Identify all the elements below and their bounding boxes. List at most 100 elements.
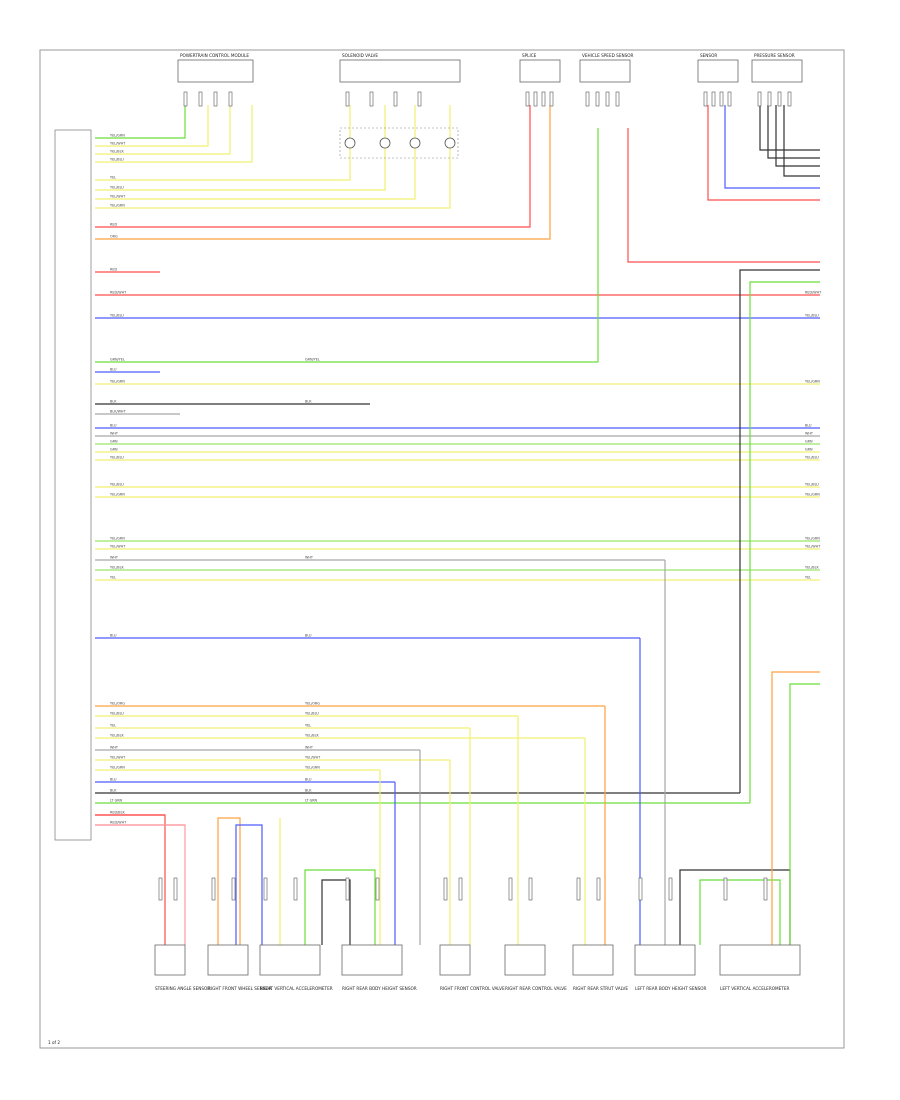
bottom-wire: [304, 869, 376, 945]
bus-wire-label-mid: LT GRN: [305, 799, 318, 803]
left-wire-label: YEL/GRN: [110, 134, 125, 138]
bus-wire-label: BLK: [110, 400, 117, 404]
connector-pin: [525, 91, 530, 107]
bus-wire-label-mid: WHT: [305, 556, 314, 560]
connector-pin: [767, 91, 772, 107]
ecm-connector-box: [54, 129, 92, 841]
top-component-label: VEHICLE SPEED SENSOR: [582, 53, 634, 58]
bus-wire-label-mid: YEL/GRN: [305, 766, 320, 770]
bottom-component-box: [341, 944, 403, 976]
sensor-wire: [775, 105, 820, 167]
connector-pin: [393, 91, 398, 107]
connector-pin: [345, 91, 350, 107]
bus-wire-label: YEL/WHT: [110, 545, 126, 549]
bus-wire-label: BLK/WHT: [110, 410, 126, 414]
bus-wire-label-right: YEL/GRN: [805, 537, 820, 541]
bottom-component-label: RIGHT FRONT WHEEL SENSOR: [208, 986, 272, 991]
left-wire: [95, 105, 416, 200]
sensor-wire: [707, 105, 820, 201]
left-wire: [95, 105, 551, 240]
bus-wire-label-right: GRN: [805, 448, 813, 452]
bus-wire-label-right: YEL/BLU: [805, 314, 819, 318]
bus-wire-label-mid: BLK: [305, 789, 312, 793]
bus-wire-label: WHT: [110, 432, 119, 436]
bus-wire-label: YEL: [110, 576, 116, 580]
page-number: 1 of 2: [48, 1040, 60, 1045]
left-wire: [95, 105, 253, 163]
bus-wire-label-right: WHT: [805, 432, 814, 436]
left-wire: [95, 105, 531, 228]
bus-wire-label-right: RED/WHT: [805, 291, 822, 295]
top-component-label: SOLENOID VALVE: [342, 53, 378, 58]
connector-pin: [757, 91, 762, 107]
bottom-wire: [789, 683, 820, 945]
sensor-wire: [783, 105, 820, 177]
bus-wire-label-mid: BLU: [305, 634, 312, 638]
bottom-wire: [95, 824, 186, 945]
connector-pin: [719, 91, 724, 107]
connector-pin: [263, 877, 268, 901]
connector-pin: [508, 877, 513, 901]
left-wire-label: ORG: [110, 235, 118, 239]
top-component-box: [519, 59, 561, 83]
bus-wire-label-mid: BLK: [305, 400, 312, 404]
left-wire: [95, 105, 209, 147]
bus-wire-label-right: GRN: [805, 440, 813, 444]
bus-wire-label: WHT: [110, 556, 119, 560]
connector-pin: [231, 877, 236, 901]
bus-wire-label: YEL/GRN: [110, 766, 125, 770]
left-wire-label: RED: [110, 223, 117, 227]
bus-wire-label-mid: YEL: [305, 724, 311, 728]
bottom-wire: [321, 879, 351, 945]
bus-wire-label-mid: BLU: [305, 778, 312, 782]
solenoid-coil: [409, 137, 421, 149]
connector-pin: [711, 91, 716, 107]
connector-pin: [549, 91, 554, 107]
connector-pin: [228, 91, 233, 107]
bus-wire-label: YEL/BLK: [110, 734, 124, 738]
bottom-component-box: [439, 944, 471, 976]
left-wire: [95, 105, 231, 155]
connector-pin: [787, 91, 792, 107]
connector-pin: [183, 91, 188, 107]
bus-wire-label: YEL/WHT: [110, 756, 126, 760]
connector-pin: [293, 877, 298, 901]
bottom-component-label: RIGHT VERTICAL ACCELEROMETER: [260, 986, 333, 991]
connector-pin: [213, 91, 218, 107]
top-component-box: [177, 59, 254, 83]
left-wire: [95, 105, 386, 191]
left-wire-label: YEL/BLK: [110, 150, 124, 154]
connector-pin: [443, 877, 448, 901]
bus-wire-label: YEL/GRN: [110, 493, 125, 497]
bus-wire-label: GRN/YEL: [110, 358, 125, 362]
connector-pin: [533, 91, 538, 107]
bus-wire-label: BLK: [110, 789, 117, 793]
bus-wire-label-right: BLU: [805, 424, 812, 428]
bus-wire-label: RED/WHT: [110, 291, 127, 295]
connector-pin: [595, 91, 600, 107]
connector-pin: [638, 877, 643, 901]
wires-layer: [95, 105, 820, 945]
connector-pin: [777, 91, 782, 107]
bottom-component-box: [154, 944, 186, 976]
connector-pin: [417, 91, 422, 107]
bottom-component-box: [259, 944, 321, 976]
connector-pin: [158, 877, 163, 901]
bottom-wire: [699, 879, 781, 945]
components-layer: [54, 59, 803, 976]
left-wire-label: YEL/WHT: [110, 195, 126, 199]
connector-pin: [763, 877, 768, 901]
top-component-box: [697, 59, 739, 83]
left-wire-label: YEL/WHT: [110, 142, 126, 146]
connector-pin: [458, 877, 463, 901]
connector-pin: [375, 877, 380, 901]
bus-wire-label-mid: YEL/ORG: [305, 702, 320, 706]
bus-wire-label-mid: GRN/YEL: [305, 358, 320, 362]
bus-wire-label: BLU: [110, 368, 117, 372]
bottom-component-label: LEFT VERTICAL ACCELEROMETER: [720, 986, 789, 991]
right-return-wire: [739, 269, 820, 793]
bus-wire-label: BLU: [110, 778, 117, 782]
sensor-wire: [767, 105, 820, 159]
bus-wire-label: LT GRN: [110, 799, 123, 803]
top-component-box: [339, 59, 461, 83]
